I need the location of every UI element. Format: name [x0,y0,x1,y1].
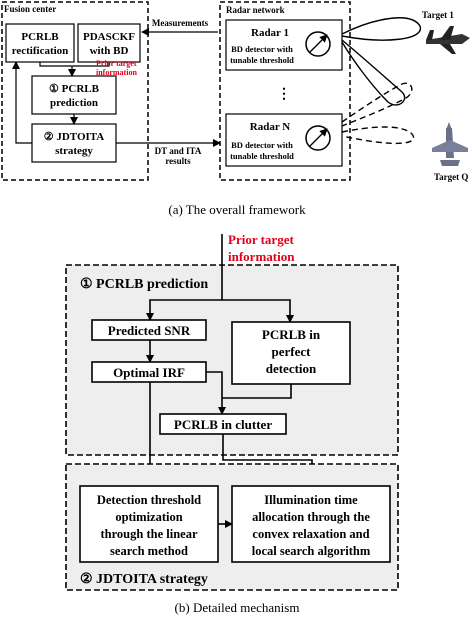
detection-threshold-label-1: Detection threshold [97,493,201,507]
detection-threshold-label-4: search method [110,544,188,558]
target-q-jet-icon [432,122,468,166]
radar-n-label: Radar N [250,121,290,133]
pdasckf-label-1: PDASCKF [83,31,135,43]
irf-to-clutter-arrow [206,371,226,415]
caption-b: (b) Detailed mechanism [175,600,300,615]
radar-1-label: Radar 1 [251,27,289,39]
illumination-label-1: Illumination time [264,493,358,507]
pcrlb-prediction-label-1: ① PCRLB [49,83,100,95]
jdtoita-label-1: ② JDTOITA [44,131,105,143]
detection-threshold-box [79,485,219,563]
detailed-mechanism: Prior target information ① PCRLB predict… [65,232,399,615]
optimal-irf-label: Optimal IRF [113,365,185,380]
radar-ellipsis: ⋮ [277,87,291,102]
pcrlb-perfect-label-3: detection [266,361,317,376]
pcrlb-prediction-label-2: prediction [50,97,98,109]
pcrlb-rectification-label-2: rectification [12,45,69,57]
prior-target-b-label-1: Prior target [228,232,294,247]
illumination-label-3: convex relaxation and [252,527,369,541]
perfect-to-clutter-line [222,384,292,399]
predicted-snr-box [91,319,207,341]
split-to-perfect-arrow [222,299,294,323]
illumination-label-2: allocation through the [252,510,370,524]
measurements-label: Measurements [152,18,209,28]
split-to-snr-arrow [146,299,222,321]
illumination-box [231,485,391,563]
section-1-label: ① PCRLB prediction [80,277,208,292]
target-q-label: Target Q [434,172,468,182]
prior-target-label-1: Prior target [96,59,137,68]
dt-ita-label-2: results [165,156,191,166]
radar-1-bd-label-2: tunable threshold [230,55,294,65]
detection-threshold-label-3: through the linear [101,527,198,541]
radar-1-beams [341,17,421,106]
predicted-snr-label: Predicted SNR [108,323,191,338]
pcrlb-rectification-box [5,23,75,63]
overall-framework: Fusion center PCRLB rectification PDASCK… [1,1,470,217]
pcrlb-perfect-label-1: PCRLB in [262,327,321,342]
detection-threshold-label-2: optimization [115,510,182,524]
pcrlb-perfect-label-2: perfect [272,344,312,359]
target-1-jet-icon [426,26,470,54]
radar-n-bd-label-1: BD detector with [231,140,293,150]
radar-network-label: Radar network [226,5,285,15]
pcrlb-clutter-label: PCRLB in clutter [174,417,272,432]
radar-n-beams [341,82,415,145]
radar-n-dial-icon [305,125,331,151]
radar-1-bd-label-1: BD detector with [231,44,293,54]
pcrlb-perfect-box [231,321,351,385]
illumination-label-4: local search algorithm [252,544,371,558]
pdasckf-label-2: with BD [90,45,129,57]
jdtoita-feedback-line [12,61,32,144]
pcrlb-rectification-label-1: PCRLB [21,31,59,43]
caption-a: (a) The overall framework [168,202,306,217]
section-2-label: ② JDTOITA strategy [80,572,208,587]
fusion-center-label: Fusion center [4,4,56,14]
rect-to-merge-line [39,62,72,67]
dt-ita-label-1: DT and ITA [155,146,202,156]
radar-n-bd-label-2: tunable threshold [230,151,294,161]
prior-target-b-label-2: information [228,249,295,264]
target-1-label: Target 1 [422,10,454,20]
prior-target-label-2: information [96,68,137,77]
jdtoita-label-2: strategy [55,145,93,157]
radar-1-dial-icon [305,31,331,57]
pdasckf-to-merge-line [72,62,110,67]
